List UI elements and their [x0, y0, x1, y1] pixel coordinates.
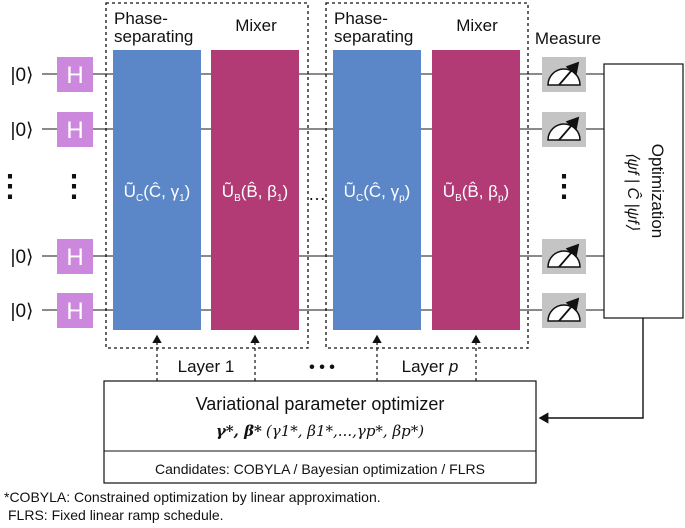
hadamard-gate: H [57, 293, 93, 328]
phase-title-p-line1: Phase- [334, 9, 388, 28]
uc1-label: ŨC(Ĉ, γ1) [124, 182, 191, 204]
parameter-arrows [152, 334, 481, 381]
mixer-title-p: Mixer [456, 16, 498, 35]
measure-title: Measure [535, 29, 601, 48]
variational-optimizer-box [103, 380, 537, 484]
meter-needle [558, 61, 580, 86]
layer-1-box [105, 2, 309, 349]
optimization-box [603, 63, 684, 319]
meter-needle [558, 116, 580, 141]
measurement-gates [542, 57, 586, 328]
hadamard-box [57, 293, 93, 328]
qubit-ket: |0⟩ [11, 247, 34, 268]
phase-separating-block-1 [113, 50, 201, 330]
optimization-expression: ⟨ψf | Ĉ |ψf⟩ [624, 152, 643, 231]
optimizer-candidates: Candidates: COBYLA / Bayesian optimizati… [155, 461, 485, 477]
hadamard-label: H [66, 62, 83, 89]
phase-title-1-line2: separating [114, 27, 193, 46]
meter-icon [542, 57, 586, 92]
meter-icon [542, 112, 586, 147]
qubit-ket: |0⟩ [11, 301, 34, 322]
hadamard-vertical-dots: ⋮ [59, 170, 89, 203]
mixer-block-1 [211, 50, 299, 330]
hadamard-box [57, 112, 93, 147]
meter-icon [542, 239, 586, 274]
phase-title-1-line1: Phase- [114, 9, 168, 28]
measure-vertical-dots: ⋮ [549, 170, 579, 203]
ucp-label: ŨC(Ĉ, γp) [344, 182, 411, 204]
meter-needle [558, 297, 580, 322]
hadamard-label: H [66, 244, 83, 271]
phase-separating-block-p [333, 50, 421, 330]
optimizer-title: Variational parameter optimizer [196, 394, 445, 414]
optimization-expr-group: ⟨ψf | Ĉ |ψf⟩ [624, 152, 643, 231]
ubp-label: ŨB(B̂, βp) [443, 181, 509, 204]
hadamard-label: H [66, 117, 83, 144]
hadamard-gate: H [57, 57, 93, 92]
mixer-block-p [432, 50, 520, 330]
layer-p-box [325, 2, 529, 349]
phase-title-p-line2: separating [334, 27, 413, 46]
mixer-title-1: Mixer [235, 16, 277, 35]
optimization-title: Optimization [648, 144, 667, 238]
feedback-arrow [538, 318, 644, 424]
hadamard-box [57, 57, 93, 92]
ub1-label: ŨB(B̂, β1) [222, 181, 288, 204]
optimizer-parameters: γ*, β*(γ1*, β1*,...,γp*, βp*) [216, 422, 424, 440]
qubit-vertical-dots: ⋮ [0, 170, 25, 203]
layer-dots: • • • [309, 359, 335, 376]
footnote-cobyla: *COBYLA: Constrained optimization by lin… [4, 489, 381, 505]
qubit-ket: |0⟩ [11, 65, 34, 86]
layer-1-label: Layer 1 [178, 357, 235, 376]
hadamard-gate: H [57, 239, 93, 274]
footnote-flrs: FLRS: Fixed linear ramp schedule. [8, 507, 224, 523]
optimization-label-group: Optimization [648, 144, 667, 238]
meter-icon [542, 293, 586, 328]
qubit-kets: |0⟩ |0⟩ |0⟩ |0⟩ [11, 65, 34, 322]
hadamard-gate: H [57, 112, 93, 147]
qubit-ket: |0⟩ [11, 120, 34, 141]
meter-needle [558, 243, 580, 268]
hadamard-label: H [66, 298, 83, 325]
between-layers-dots: … [308, 184, 326, 204]
layer-p-label: Layer p [402, 357, 459, 376]
hadamard-box [57, 239, 93, 274]
